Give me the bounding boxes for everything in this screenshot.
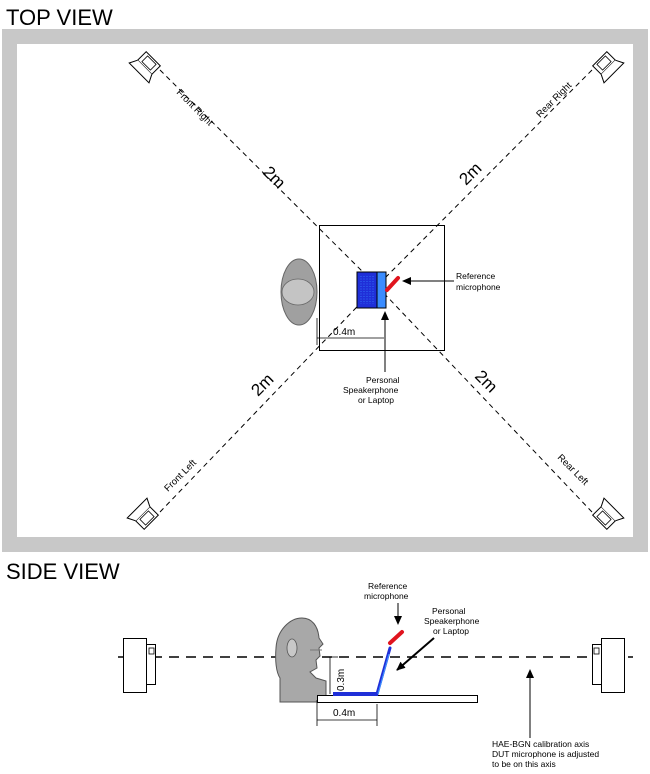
device-label-top-1: Personal: [366, 375, 400, 385]
axis-front-left: [159, 285, 378, 513]
head-top-view: [280, 258, 318, 326]
device-arrow-side: [396, 637, 435, 671]
table-side-view: [317, 695, 478, 703]
offset-label-top: 0.4m: [333, 327, 355, 338]
reference-mic-label-side-1: Reference: [368, 581, 407, 591]
top-view-title: TOP VIEW: [6, 5, 113, 30]
reference-mic-label-top-1: Reference: [456, 271, 495, 281]
reference-mic-label-top-2: microphone: [456, 282, 501, 292]
device-side-view: [333, 646, 392, 696]
table-outline: [319, 225, 445, 351]
axis-note-2: DUT microphone is adjusted: [492, 749, 599, 759]
reference-mic-side-view: [388, 630, 404, 645]
speaker-rear-right: [591, 50, 625, 84]
axis-front-right: [159, 69, 378, 287]
axis-note-1: HAE-BGN calibration axis: [492, 739, 589, 749]
device-label-side-3: or Laptop: [433, 626, 469, 636]
reference-mic-label-side-2: microphone: [364, 591, 409, 601]
reference-mic-top-view: [385, 276, 400, 292]
axis-rear-right: [376, 69, 593, 287]
device-label-top-3: or Laptop: [358, 395, 394, 405]
device-top-view: [356, 271, 387, 309]
device-label-top-2: Speakerphone: [343, 385, 399, 395]
speaker-axes: [159, 69, 593, 513]
speaker-rear-left: [591, 497, 625, 531]
device-label-side-2: Speakerphone: [424, 616, 480, 626]
height-label: 0.3m: [336, 669, 347, 691]
device-label-side-1: Personal: [432, 606, 466, 616]
speaker-front-left: [126, 497, 160, 531]
speaker-left-side-view: [123, 638, 156, 693]
side-view-title: SIDE VIEW: [6, 559, 120, 584]
speaker-right-side-view: [592, 638, 625, 693]
offset-label-side: 0.4m: [333, 708, 355, 719]
mannequin-head-side-view: [275, 617, 327, 703]
axis-rear-left: [376, 285, 593, 513]
axis-note-3: to be on this axis: [492, 759, 556, 769]
speaker-front-right: [128, 50, 162, 84]
room-outline: [2, 29, 648, 552]
